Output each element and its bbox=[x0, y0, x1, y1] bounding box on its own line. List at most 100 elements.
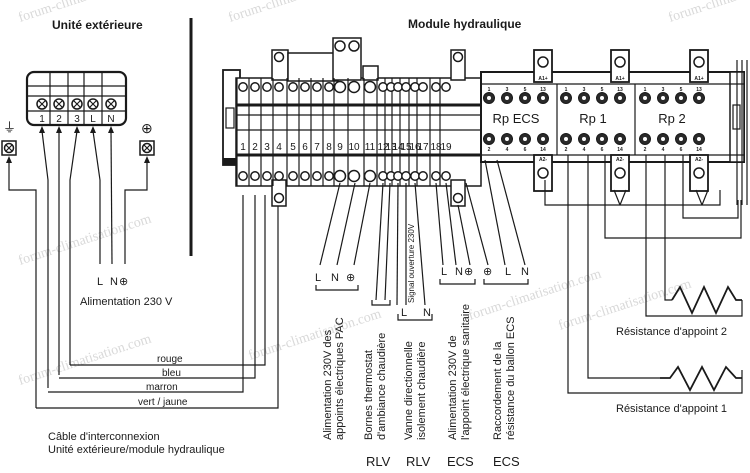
wire-label-marron: marron bbox=[146, 382, 178, 393]
terminal-screw bbox=[300, 171, 310, 181]
relay-pin-label: 2 bbox=[565, 147, 568, 153]
wire-label-rouge: rouge bbox=[157, 354, 183, 365]
relay-wires bbox=[544, 60, 748, 394]
terminal-screw bbox=[363, 80, 377, 94]
relay-pin-label: 2 bbox=[644, 147, 647, 153]
terminal-screw bbox=[250, 171, 260, 181]
group-description-1: Alimentation 230V des bbox=[322, 329, 334, 440]
group-valve: Signal ouverture 230V L N Vanne directio… bbox=[397, 223, 433, 469]
relay-pin-label: 4 bbox=[662, 147, 665, 153]
relay-pin-label: 3 bbox=[662, 87, 665, 93]
hydraulic-terminal-label: 9 bbox=[337, 142, 343, 153]
resistance-1: Résistance d'appoint 1 bbox=[616, 365, 742, 415]
wire-label: N bbox=[423, 307, 431, 319]
hydraulic-terminal-label: 17 bbox=[417, 142, 429, 153]
cable-caption-1: Câble d'interconnexion bbox=[48, 431, 160, 443]
hydraulic-terminal-label: 15 bbox=[400, 142, 412, 153]
group-category: RLV bbox=[366, 454, 391, 469]
relay-pin-label: 2 bbox=[488, 147, 491, 153]
terminal-screw bbox=[288, 82, 298, 92]
relay-pin-label: 13 bbox=[540, 87, 546, 93]
group-description-1: Vanne directionnelle bbox=[403, 341, 415, 440]
terminal-screw bbox=[347, 80, 361, 94]
group-description-2: résistance du ballon ECS bbox=[505, 316, 517, 440]
terminal-screw bbox=[393, 82, 403, 92]
relay-pin-label: 6 bbox=[524, 147, 527, 153]
hydraulic-terminal-label: 18 bbox=[430, 142, 442, 153]
earth-icon: ⊕ bbox=[141, 120, 153, 136]
terminal-screw bbox=[262, 82, 272, 92]
wire-label: N bbox=[455, 266, 463, 278]
relay-name: Rp 2 bbox=[658, 111, 685, 126]
terminal-screw bbox=[418, 82, 428, 92]
relay-pin-label: 5 bbox=[524, 87, 527, 93]
watermark: forum-climatisation.com bbox=[17, 212, 154, 269]
outdoor-terminal-label: L bbox=[90, 114, 96, 125]
terminal-screw bbox=[401, 82, 411, 92]
coil-a1-label: A1+ bbox=[694, 76, 703, 82]
relay-pin-label: 3 bbox=[583, 87, 586, 93]
terminal-screw bbox=[312, 82, 322, 92]
outdoor-unit-title: Unité extérieure bbox=[52, 18, 143, 32]
terminal-screw bbox=[262, 171, 272, 181]
group-category: ECS bbox=[493, 454, 520, 469]
earth-icon: ⊕ bbox=[346, 272, 355, 284]
relay-pin-label: 5 bbox=[601, 87, 604, 93]
terminal-screw bbox=[363, 169, 377, 183]
wire-label-vert-jaune: vert / jaune bbox=[138, 397, 188, 408]
terminal-screw bbox=[441, 82, 451, 92]
coil-a2-label: A2- bbox=[616, 157, 624, 163]
group-description-2: l'appoint électrique sanitaire bbox=[460, 304, 472, 440]
terminal-screw bbox=[333, 169, 347, 183]
group-description-2: isolement chaudière bbox=[416, 342, 428, 440]
wire-label: L bbox=[441, 266, 447, 278]
wire-label: L bbox=[315, 272, 321, 284]
terminal-screw bbox=[401, 171, 411, 181]
supply-neutral-label: N bbox=[110, 276, 118, 288]
group-category: RLV bbox=[406, 454, 431, 469]
group-pac-supply: L N ⊕ Alimentation 230V des appoints éle… bbox=[315, 272, 359, 440]
interconnect-cable: rouge bleu marron vert / jaune bbox=[36, 195, 279, 409]
terminal-screw bbox=[288, 171, 298, 181]
ground-icon: ⏚ bbox=[3, 120, 16, 135]
terminal-screw bbox=[238, 82, 248, 92]
relay-pin-label: 13 bbox=[617, 87, 623, 93]
watermark: forum-climatisation.com bbox=[667, 0, 750, 26]
relay-pin-label: 14 bbox=[540, 147, 546, 153]
outdoor-wires bbox=[6, 126, 150, 408]
terminal-screw bbox=[441, 171, 451, 181]
relay-pin-label: 14 bbox=[617, 147, 623, 153]
relay-name: Rp ECS bbox=[493, 111, 540, 126]
outdoor-terminal-label: 3 bbox=[74, 114, 80, 125]
hydraulic-terminal-label: 12 bbox=[377, 142, 389, 153]
relay-pin-label: 14 bbox=[696, 147, 702, 153]
hydraulic-terminal-label: 16 bbox=[409, 142, 421, 153]
relay-pin-label: 4 bbox=[583, 147, 586, 153]
hydraulic-terminal-label: 4 bbox=[276, 142, 282, 153]
earth-icon: ⊕ bbox=[464, 266, 473, 278]
group-description-1: Bornes thermostat bbox=[363, 350, 375, 440]
resistance-1-label: Résistance d'appoint 1 bbox=[616, 403, 727, 415]
signal-note: Signal ouverture 230V bbox=[407, 223, 416, 303]
terminal-screw bbox=[274, 82, 284, 92]
coil-a2-label: A2- bbox=[539, 157, 547, 163]
outdoor-ground-left: ⏚ bbox=[1, 120, 17, 156]
relay-pin-label: 5 bbox=[680, 87, 683, 93]
terminal-screw bbox=[300, 82, 310, 92]
terminal-screw bbox=[378, 82, 388, 92]
hydraulic-terminal-label: 5 bbox=[290, 142, 296, 153]
terminal-screw bbox=[274, 171, 284, 181]
terminal-screw bbox=[238, 171, 248, 181]
wire-label: L bbox=[401, 307, 407, 319]
supply-earth-icon: ⊕ bbox=[119, 276, 128, 288]
coil-a1-label: A1+ bbox=[538, 76, 547, 82]
hydraulic-terminal-label: 7 bbox=[314, 142, 320, 153]
group-category: ECS bbox=[447, 454, 474, 469]
outdoor-terminal-label: 2 bbox=[56, 114, 62, 125]
resistance-2: Résistance d'appoint 2 bbox=[616, 284, 742, 338]
outdoor-ground-right: ⊕ bbox=[139, 120, 155, 156]
